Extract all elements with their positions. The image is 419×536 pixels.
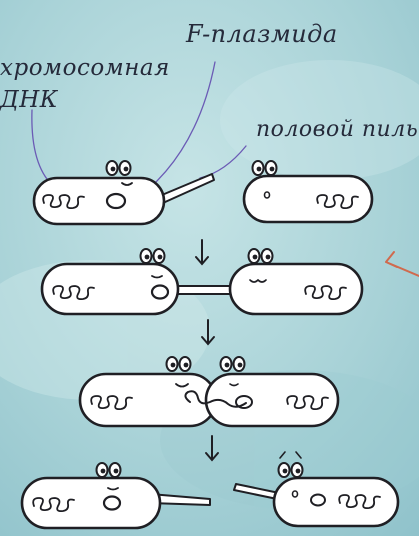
f-plasmid-label: F-плазмида: [186, 20, 338, 48]
chromosomal-dna-label-line2: ДНК: [0, 84, 170, 116]
chromosomal-dna-label: хромосомная ДНК: [0, 52, 170, 116]
chromosomal-dna-label-line1: хромосомная: [0, 52, 170, 84]
sex-pilus-label: половой пиль: [256, 117, 418, 142]
